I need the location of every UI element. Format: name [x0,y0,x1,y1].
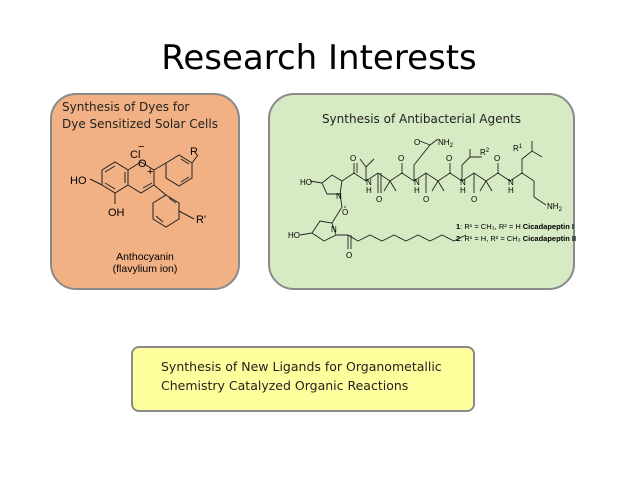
anthocyanin-structure: Cl − O + R R' HO OH Anthocyanin (flavyli… [70,141,206,275]
prolyl-nitrogen-top: N [336,192,342,201]
carbonyl-oxygen-5: O [446,154,452,163]
carbonyl-oxygen-1: O [350,154,356,163]
carbonyl-oxygen-linker: O [342,208,348,217]
amide-h-4: H [508,186,514,195]
dyes-heading-line1: Synthesis of Dyes for [62,100,190,114]
hydroxy-bottom-label: HO [288,231,300,240]
carbonyl-oxygen-2: O [376,195,382,204]
ring-oxygen-label: O [138,158,147,170]
amide-h-3: H [460,186,466,195]
ligands-panel: Synthesis of New Ligands for Organometal… [131,346,475,412]
acyl-carbonyl-oxygen: O [346,251,352,260]
anthocyanin-caption: Anthocyanin [116,251,174,263]
amide-n-2: N [414,178,420,187]
minus-charge: − [138,141,144,153]
r1-label: R1 [513,144,523,153]
r2-label: R2 [480,148,490,157]
ligands-heading-line2: Chemistry Catalyzed Organic Reactions [161,378,409,393]
dyes-heading-line2: Dye Sensitized Solar Cells [62,117,218,131]
amide-h-1: H [366,186,372,195]
amide-n-3: N [460,178,466,187]
amine-nh2-bottom: NH2 [547,202,563,213]
antibacterial-heading: Synthesis of Antibacterial Agents [321,112,522,126]
hydroxy-top-label: HO [300,178,312,187]
plus-charge: + [147,166,153,178]
hydroxy-left-label: HO [70,175,87,187]
carbonyl-oxygen-7: O [494,154,500,163]
side-chain-oxygen: O [414,138,420,147]
dyes-heading: Synthesis of Dyes for Dye Sensitized Sol… [62,99,234,133]
ligands-heading-line1: Synthesis of New Ligands for Organometal… [161,359,442,374]
page-title: Research Interests [161,38,477,78]
r-prime-substituent-label: R' [196,214,206,226]
prolyl-nitrogen-bottom: N [331,225,337,234]
cicadapeptin-structure: HO N O O N H O O N H O O N H O O N H O N… [288,138,576,260]
amide-n-1: N [366,178,372,187]
carbonyl-oxygen-6: O [471,195,477,204]
flavylium-caption: (flavylium ion) [113,263,178,275]
chloride-label: Cl [130,149,140,161]
dyes-panel: Synthesis of Dyes for Dye Sensitized Sol… [50,93,240,290]
antibacterial-panel: Synthesis of Antibacterial Agents [268,93,576,290]
ligands-heading: Synthesis of New Ligands for Organometal… [161,357,461,395]
amide-h-2: H [414,186,420,195]
carbonyl-oxygen-4: O [423,195,429,204]
amide-nh2-top: NH2 [438,138,454,149]
amide-n-4: N [508,178,514,187]
r-substituent-label: R [190,146,198,158]
hydroxy-bottom-label: OH [108,207,125,219]
carbonyl-oxygen-3: O [398,154,404,163]
